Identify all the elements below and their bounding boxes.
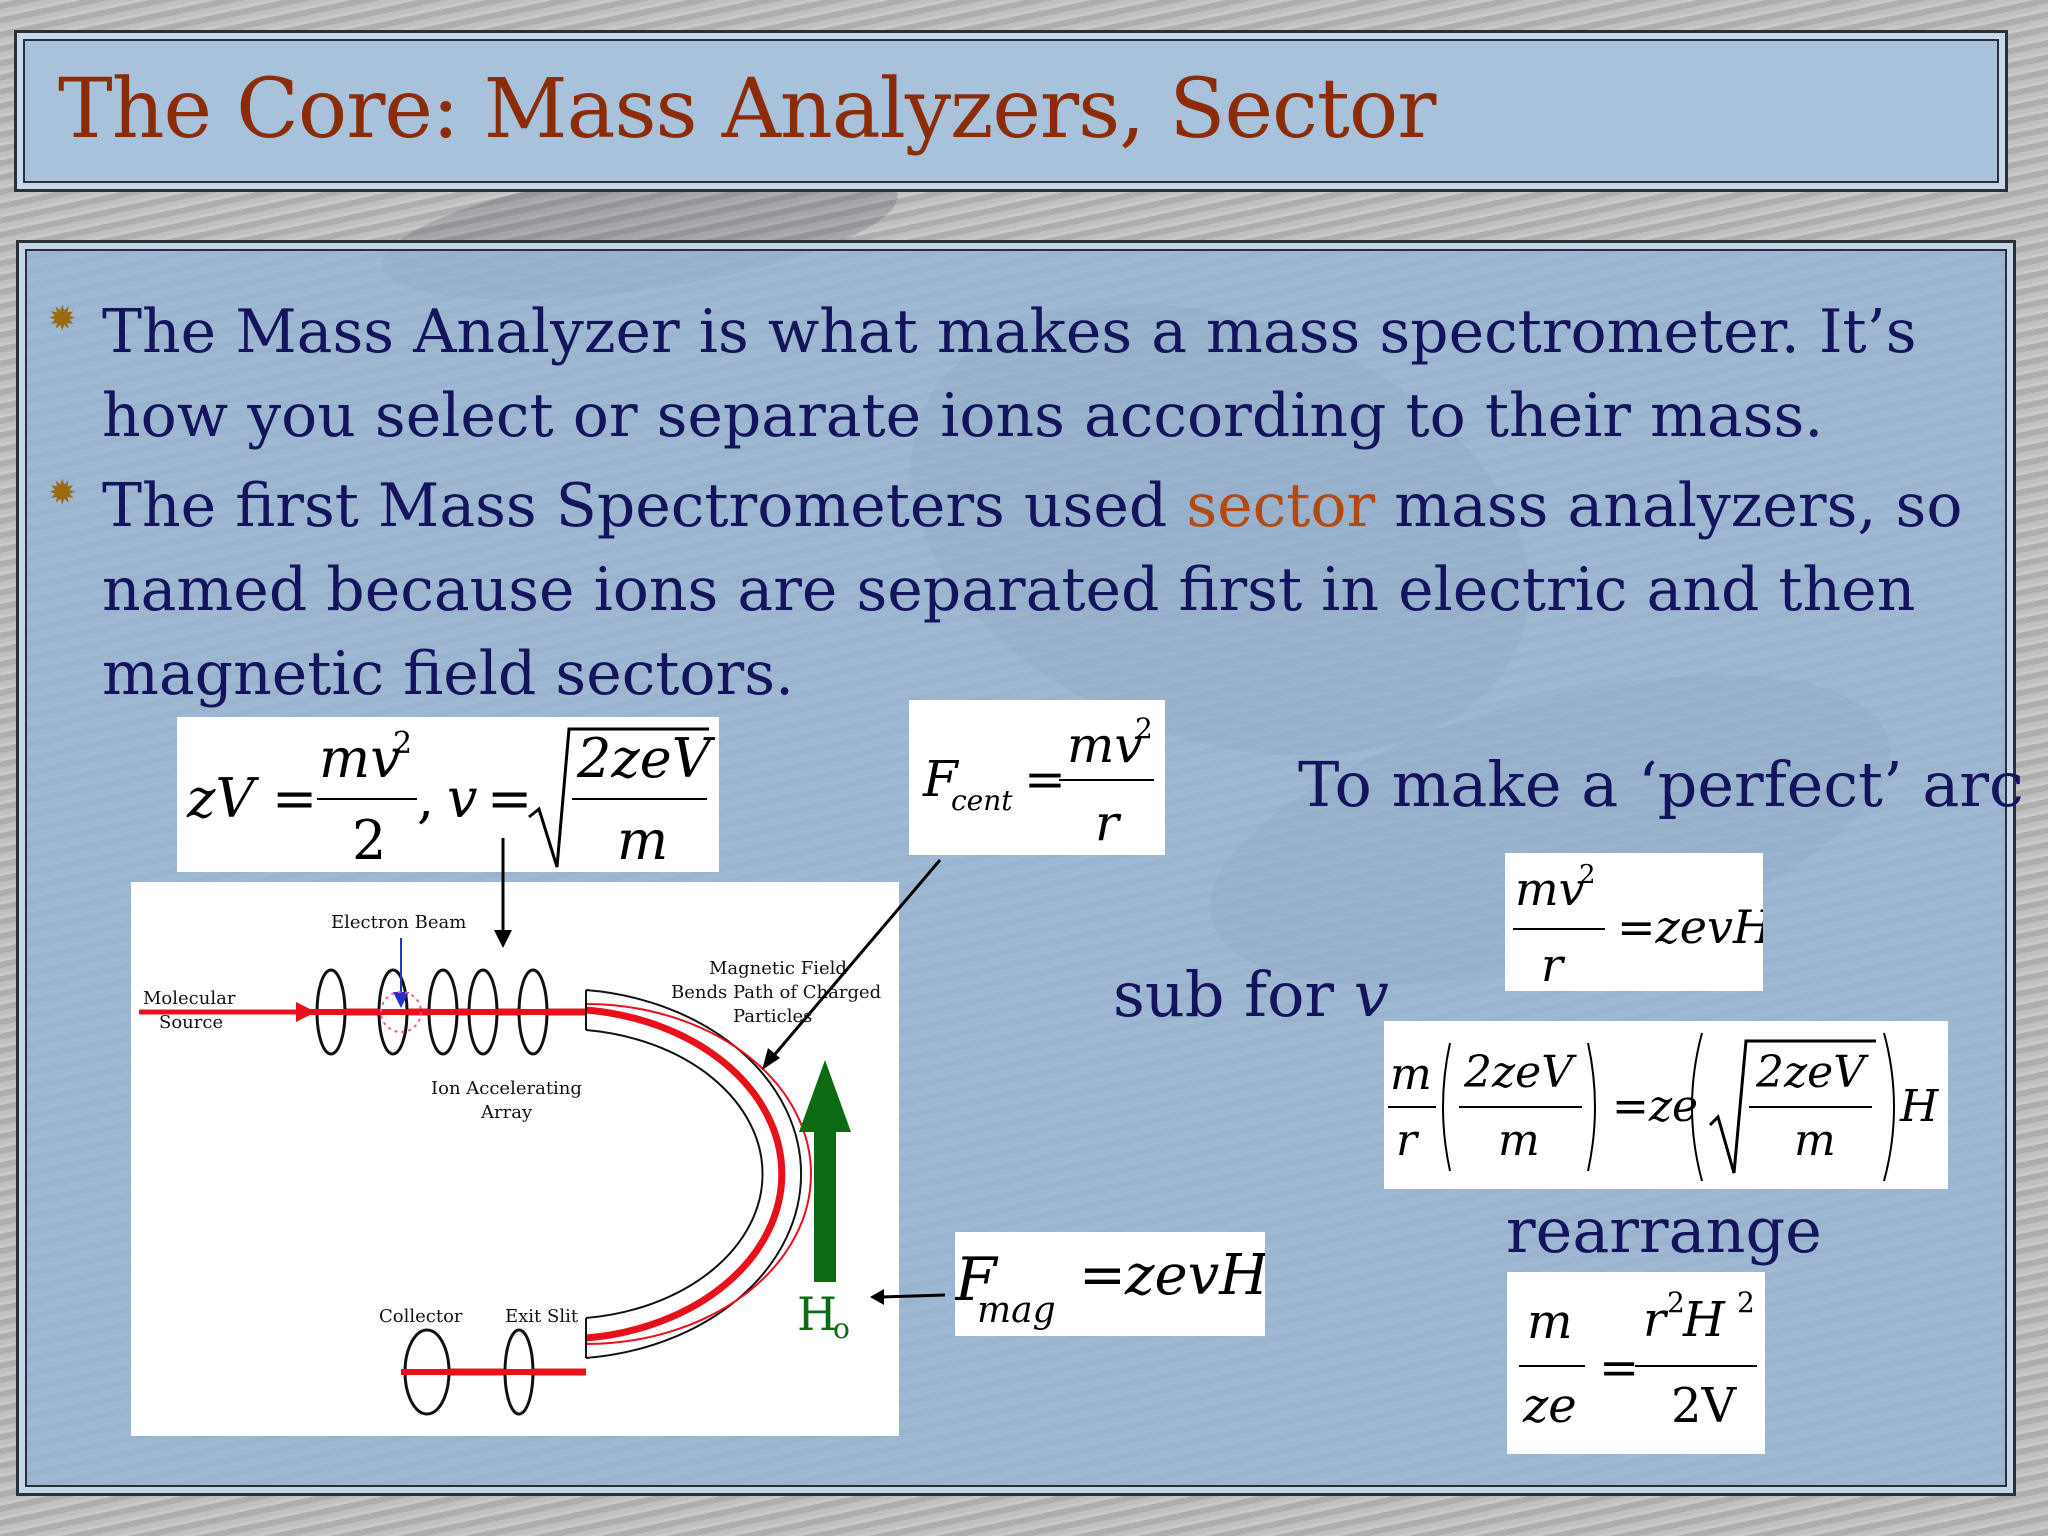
svg-text:=: = [1079,1243,1126,1308]
svg-text:2zeV: 2zeV [576,727,716,790]
centripetal-equation: F cent = mv 2 r [909,700,1165,855]
bullet-text-2: The first Mass Spectrometers used sector… [102,471,1963,709]
svg-text:o: o [833,1312,850,1345]
result-equation: m ze = r 2 H 2 2V [1507,1272,1765,1454]
svg-text:Array: Array [480,1102,533,1123]
svg-text:m: m [1794,1115,1836,1166]
svg-text:2: 2 [1579,860,1596,890]
slide-title: The Core: Mass Analyzers, Sector [58,62,1436,157]
svg-text:m: m [1527,1294,1573,1350]
svg-text:2zeV: 2zeV [1463,1047,1577,1098]
svg-text:mv: mv [1515,862,1585,916]
magnetic-force-equation: F mag = zevH [955,1232,1265,1336]
svg-text:F: F [955,1245,999,1315]
svg-text:zevH: zevH [1124,1243,1265,1308]
svg-text:=ze: =ze [1612,1081,1698,1132]
collector-label: Collector [379,1306,463,1327]
perfect-arc-label: To make a ‘perfect’ arc [1298,748,2024,821]
svg-text:2: 2 [1667,1286,1685,1319]
svg-text:m: m [617,809,668,872]
svg-text:2V: 2V [1671,1378,1738,1434]
svg-text:mv: mv [1067,716,1143,774]
svg-text:2: 2 [1135,712,1153,745]
svg-text:2: 2 [393,726,412,761]
svg-text:m: m [1498,1115,1540,1166]
svg-text:r: r [1095,794,1122,852]
molecular-source-label: Molecular [143,988,236,1009]
svg-text:F: F [922,750,960,808]
svg-text:Bends Path of Charged: Bends Path of Charged [671,982,881,1003]
svg-text:zV: zV [186,767,259,830]
h0-label: H [797,1287,837,1341]
title-bar [14,30,2008,192]
exit-slit-label: Exit Slit [505,1306,579,1327]
arc-equation: mv 2 r =zevH [1505,853,1763,991]
sub-for-label: sub for v [1113,958,1389,1031]
bullet-icon: ✹ [48,299,77,339]
highlight-word: sector [1186,471,1376,541]
svg-text:=zevH: =zevH [1617,900,1763,954]
svg-text:Source: Source [159,1012,223,1033]
svg-text:r: r [1643,1292,1669,1348]
svg-text:2zeV: 2zeV [1755,1047,1869,1098]
svg-text:r: r [1396,1115,1420,1166]
svg-text:mag: mag [977,1290,1056,1331]
field-arrow [814,1127,836,1282]
svg-text:=: = [1599,1340,1639,1396]
svg-text:2: 2 [352,809,386,872]
svg-text:2: 2 [1737,1286,1755,1319]
sector-diagram: Electron Beam Molecular Source Ion Accel… [131,882,899,1436]
svg-text:mv: mv [319,727,401,790]
curved-ion-path [585,1006,786,1342]
rearrange-label: rearrange [1506,1194,1822,1267]
svg-text:ze: ze [1522,1378,1577,1434]
svg-text:v: v [447,767,478,830]
bullet-icon: ✹ [48,473,77,513]
svg-text:m: m [1390,1049,1432,1100]
svg-text:,: , [417,767,434,830]
magnetic-field-label: Magnetic Field [709,958,847,979]
ion-array-label: Ion Accelerating [431,1078,582,1099]
svg-text:H: H [1682,1292,1726,1348]
energy-equation: zV = mv 2 2 , v = 2zeV m [177,717,719,872]
svg-text:r: r [1541,938,1566,991]
electron-beam-label: Electron Beam [331,912,466,933]
substituted-equation: m r 2zeV m =ze 2zeV m H [1384,1021,1948,1189]
svg-text:Particles: Particles [733,1006,812,1027]
svg-text:=: = [1024,750,1066,808]
svg-text:cent: cent [951,784,1013,817]
svg-text:=: = [487,767,532,830]
svg-text:=: = [272,767,317,830]
svg-text:H: H [1899,1081,1940,1132]
bullet-text-1: The Mass Analyzer is what makes a mass s… [102,297,1917,451]
